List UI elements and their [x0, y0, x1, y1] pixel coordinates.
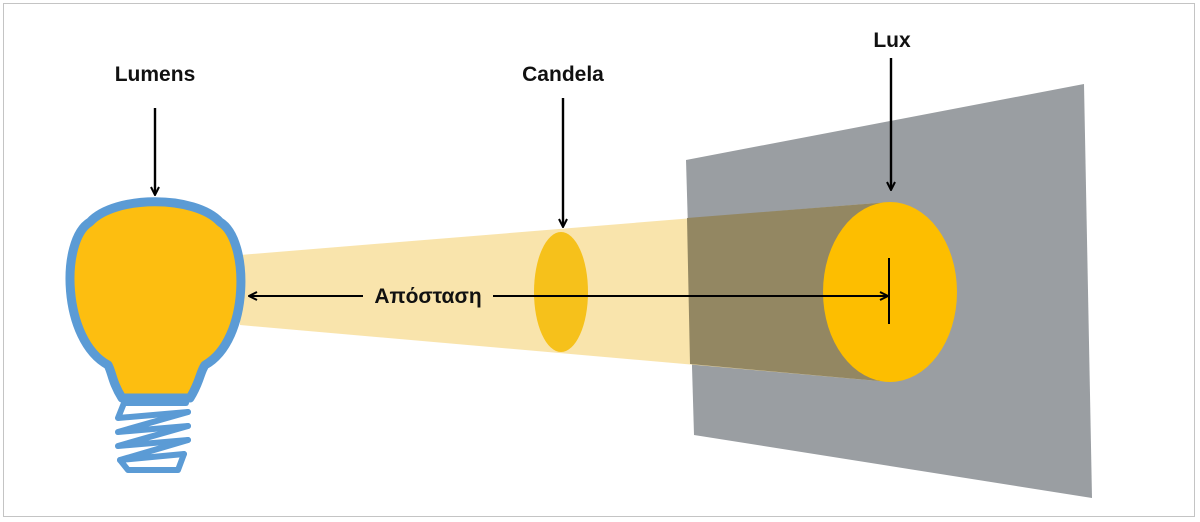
lux-label: Lux [873, 29, 911, 52]
bulb-screw-base [115, 400, 191, 473]
light-bulb [65, 197, 246, 473]
lumens-label: Lumens [115, 63, 196, 86]
distance-label: Απόσταση [374, 285, 481, 308]
bulb-glass [65, 197, 246, 403]
candela-disc [534, 232, 588, 352]
candela-label: Candela [522, 63, 604, 86]
